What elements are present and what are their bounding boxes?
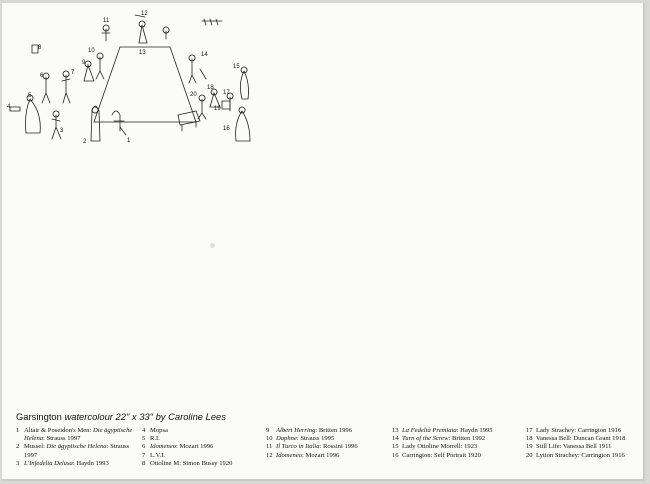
sketch-num-14: 14 [201, 52, 208, 58]
sketch-num-12: 12 [141, 11, 148, 17]
figure-9 [83, 60, 95, 82]
stage-outline [93, 46, 197, 123]
sketch-num-11: 11 [103, 18, 110, 24]
figure-1 [111, 110, 127, 136]
key-sketch: 11 12 13 8 10 9 14 15 6 7 5 4 20 18 17 1… [7, 11, 251, 145]
sketch-num-1: 1 [127, 138, 131, 144]
title-size: 22" x 33" [115, 411, 153, 422]
postcard: 11 12 13 8 10 9 14 15 6 7 5 4 20 18 17 1… [2, 3, 645, 481]
figures-top-right [201, 18, 223, 26]
figure-16 [235, 106, 251, 142]
figure-14 [188, 54, 207, 84]
figure-20 [197, 94, 207, 120]
figure-2 [90, 105, 101, 142]
sketch-num-16: 16 [223, 126, 230, 132]
figure-12 [134, 14, 148, 44]
figure-13 [162, 26, 170, 40]
figure-7 [61, 70, 71, 104]
sketch-num-17: 17 [223, 90, 230, 96]
sketch-num-5: 5 [28, 93, 32, 99]
sketch-num-18: 18 [207, 85, 214, 91]
caption-title: Garsington watercolour 22" x 33" by Caro… [16, 411, 226, 422]
sketch-num-8: 8 [38, 45, 42, 51]
figure-8 [31, 44, 39, 54]
figure-18 [209, 88, 221, 108]
figure-19 [221, 100, 231, 110]
sketch-num-19: 19 [214, 106, 221, 112]
piano [177, 110, 201, 132]
sketch-num-2: 2 [83, 139, 87, 145]
figure-11 [101, 24, 111, 42]
figure-5 [25, 94, 41, 134]
title-name: Garsington [16, 411, 62, 422]
sketch-num-3: 3 [60, 128, 64, 134]
paper-smudge [210, 243, 215, 248]
sketch-num-9: 9 [82, 60, 86, 66]
figure-10 [95, 52, 105, 80]
sketch-num-4: 4 [7, 104, 11, 110]
title-medium: watercolour [64, 411, 113, 422]
sketch-num-6: 6 [40, 73, 44, 79]
figure-3 [51, 110, 62, 140]
figure-15 [240, 66, 249, 100]
sketch-num-20: 20 [190, 92, 197, 98]
sketch-num-13: 13 [139, 50, 146, 56]
figure-6 [41, 72, 51, 104]
figure-4 [9, 106, 21, 112]
sketch-num-15: 15 [233, 64, 240, 70]
sketch-num-7: 7 [71, 70, 75, 76]
sketch-num-10: 10 [88, 48, 95, 54]
title-artist: by Caroline Lees [155, 411, 226, 422]
